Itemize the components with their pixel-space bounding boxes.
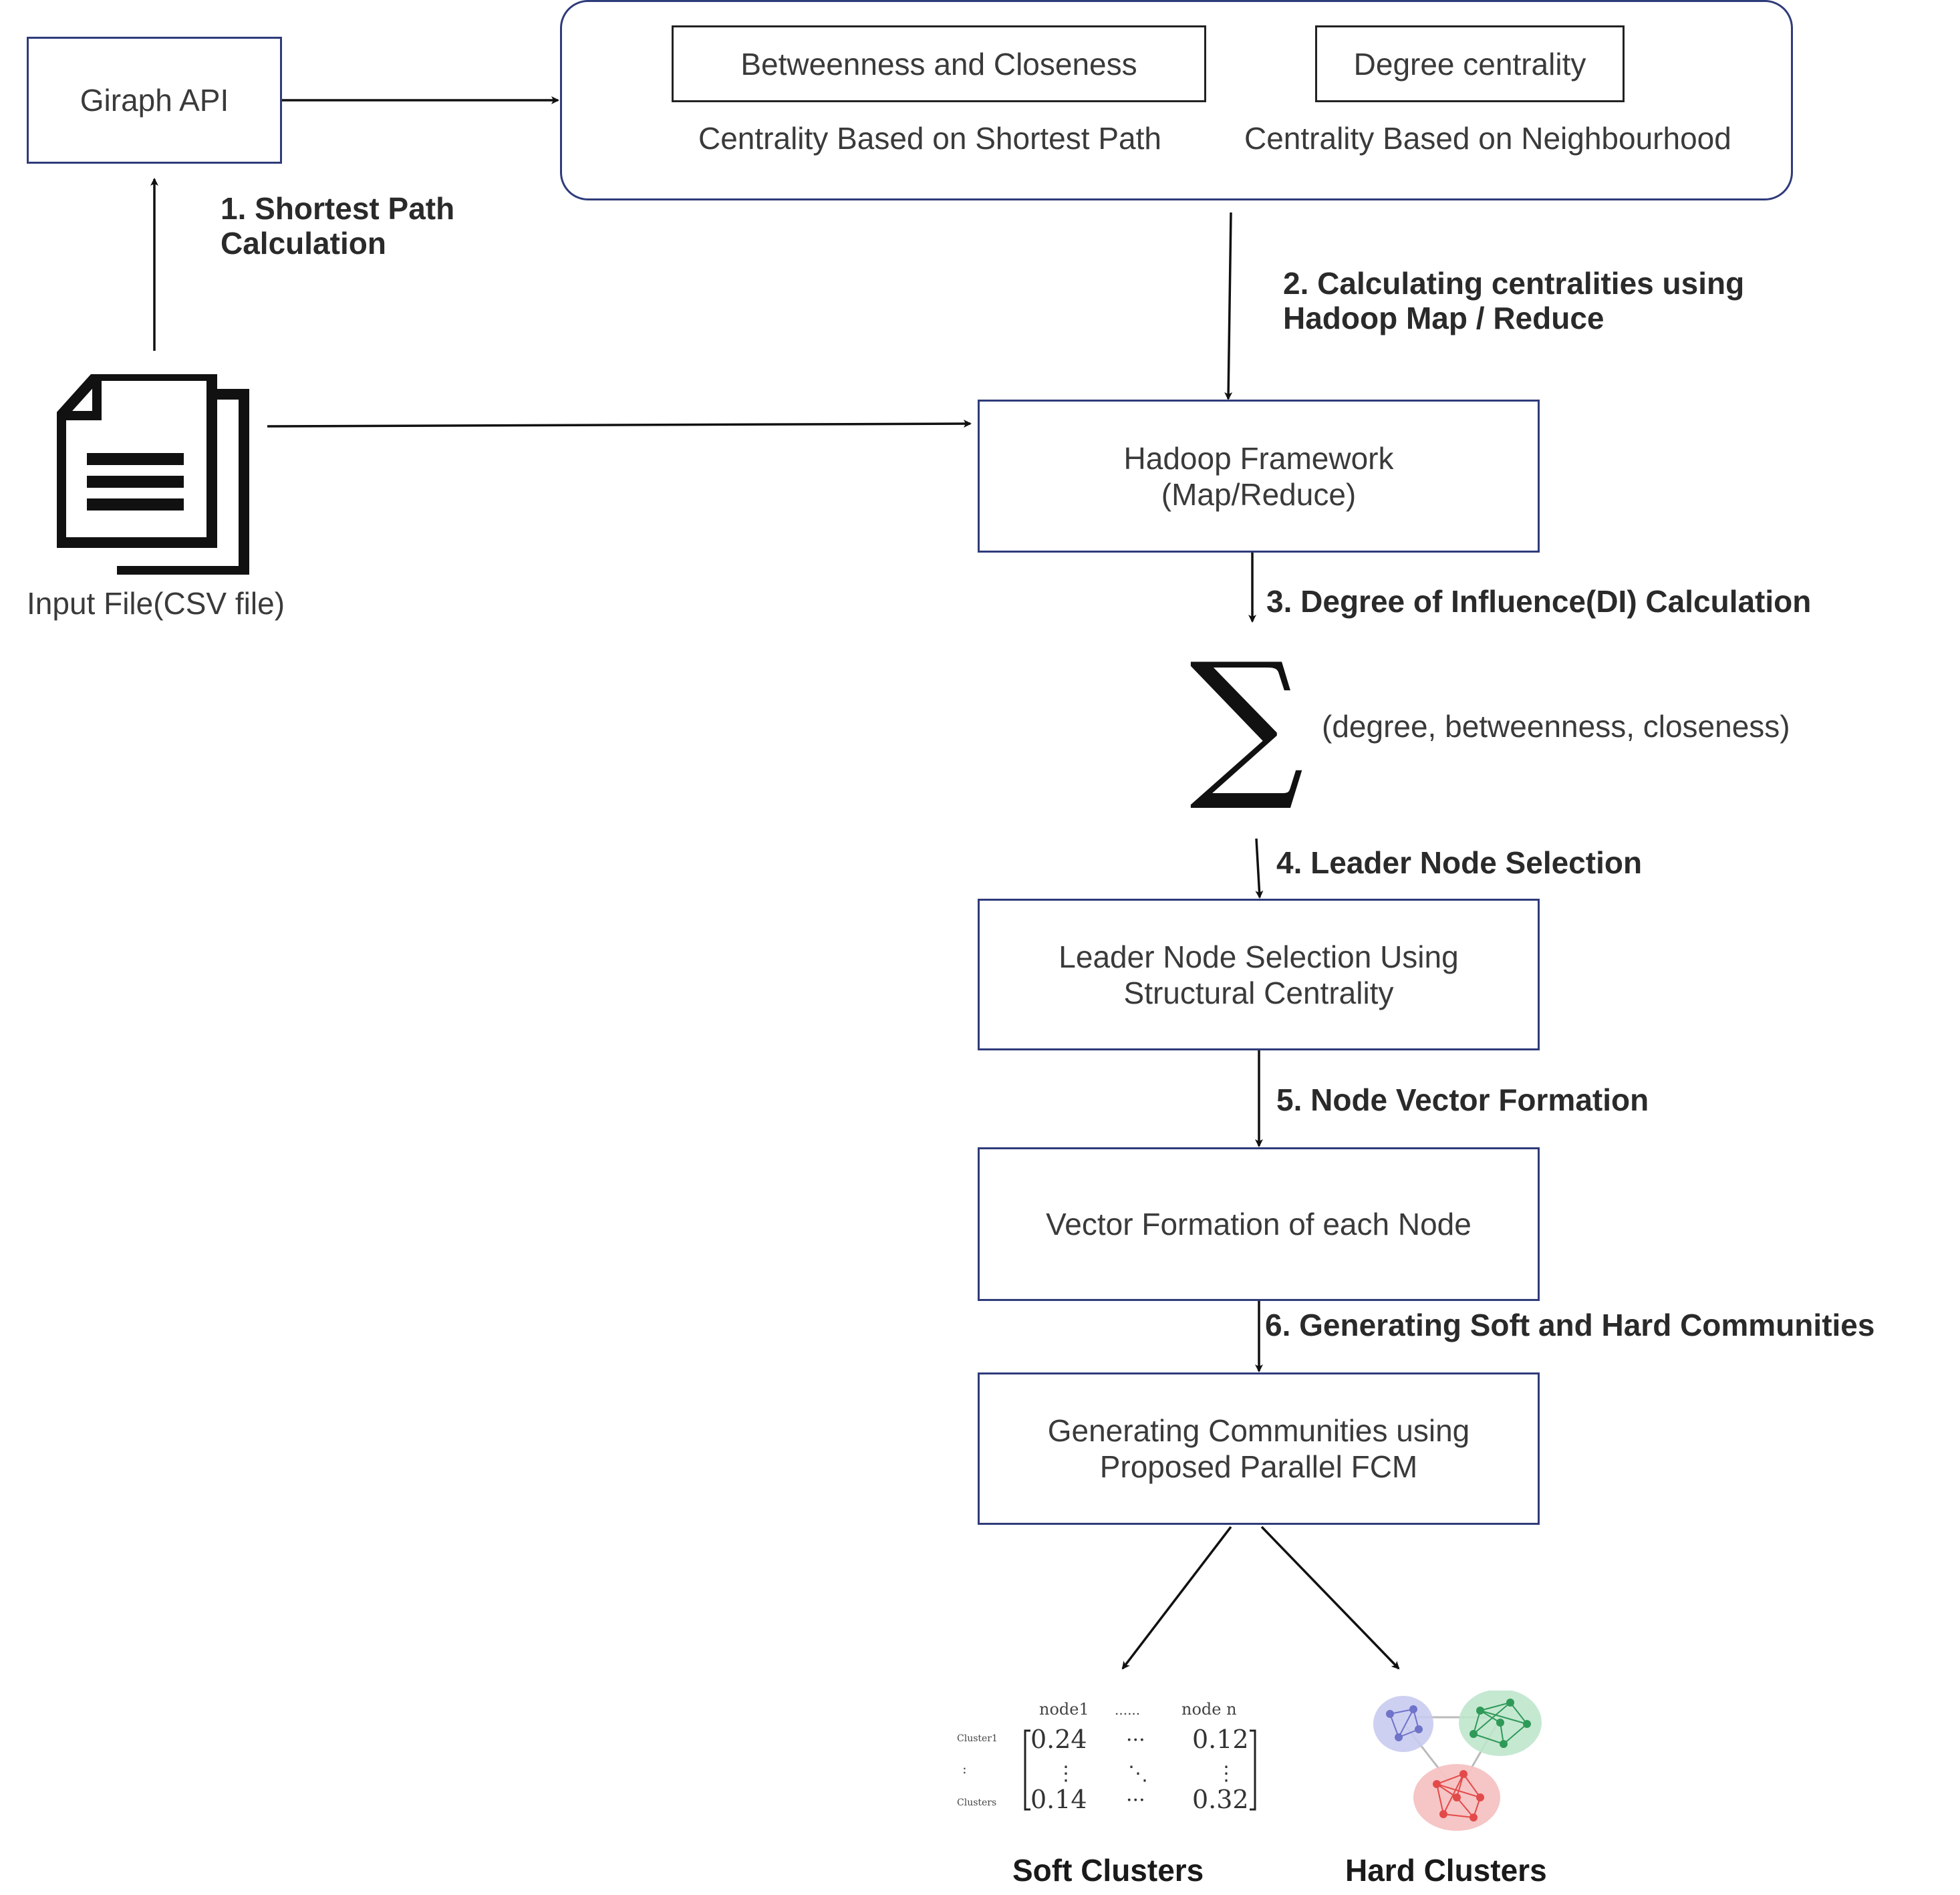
arrow-sum-to-leader — [1255, 838, 1264, 899]
arrow-fcm-to-hard — [1260, 1525, 1400, 1670]
step-4-label: 4. Leader Node Selection — [1276, 845, 1643, 880]
step-6-label: 6. Generating Soft and Hard Communities — [1265, 1308, 1875, 1342]
arrow-fcm-to-soft — [1121, 1525, 1232, 1670]
blue-cluster — [1373, 1696, 1433, 1752]
matrix-col-dots: ...... — [1115, 1702, 1140, 1718]
sum-arguments: (degree, betweenness, closeness) — [1322, 709, 1790, 744]
matrix-value-nn: 0.32 — [1192, 1785, 1249, 1814]
shortest-path-caption: Centrality Based on Shortest Path — [698, 121, 1161, 156]
matrix-row-last: Clusters — [957, 1797, 996, 1808]
matrix-hdots-bottom: ··· — [1126, 1789, 1145, 1812]
step-2-label: 2. Calculating centralities using Hadoop… — [1283, 266, 1745, 335]
arrow-panel-to-hadoop — [1224, 212, 1233, 400]
vector-formation-label: Vector Formation of each Node — [1046, 1207, 1472, 1242]
matrix-ddots: ⋱ — [1128, 1762, 1148, 1785]
sum-symbol: ∑ — [1189, 628, 1304, 815]
hadoop-framework-box: Hadoop Framework (Map/Reduce) — [978, 400, 1540, 553]
hard-clusters-graph — [1373, 1691, 1542, 1831]
hadoop-framework-label: Hadoop Framework (Map/Reduce) — [1123, 440, 1394, 512]
matrix-col-node1: node1 — [1039, 1700, 1089, 1719]
step-3-label: 3. Degree of Influence(DI) Calculation — [1266, 584, 1812, 619]
soft-cluster-matrix: node1 ...... node n Cluster1 : Clusters … — [957, 1700, 1256, 1814]
matrix-col-noden: node n — [1181, 1700, 1237, 1719]
leader-node-label: Leader Node Selection Using Structural C… — [1059, 939, 1459, 1010]
matrix-row-first: Cluster1 — [957, 1733, 998, 1744]
matrix-row-dots: : — [962, 1761, 967, 1777]
betweenness-closeness-box: Betweenness and Closeness — [672, 25, 1206, 102]
matrix-hdots-top: ··· — [1126, 1729, 1145, 1752]
matrix-value-n1: 0.14 — [1030, 1785, 1087, 1814]
degree-centrality-box: Degree centrality — [1315, 25, 1625, 102]
hard-clusters-caption: Hard Clusters — [1345, 1853, 1547, 1888]
document-icon — [57, 374, 249, 575]
soft-clusters-caption: Soft Clusters — [1012, 1853, 1204, 1888]
leader-node-box: Leader Node Selection Using Structural C… — [978, 899, 1540, 1050]
degree-centrality-label: Degree centrality — [1353, 46, 1586, 82]
matrix-vdots-left: ⋮ — [1056, 1762, 1076, 1785]
matrix-value-1n: 0.12 — [1192, 1725, 1249, 1754]
fcm-communities-box: Generating Communities using Proposed Pa… — [978, 1372, 1540, 1525]
step-5-label: 5. Node Vector Formation — [1276, 1082, 1649, 1117]
input-file-label: Input File(CSV file) — [27, 586, 285, 621]
matrix-value-11: 0.24 — [1030, 1725, 1087, 1754]
step-1-label: 1. Shortest Path Calculation — [221, 191, 455, 261]
neighbourhood-caption: Centrality Based on Neighbourhood — [1244, 121, 1731, 156]
matrix-vdots-right: ⋮ — [1216, 1762, 1236, 1785]
giraph-api-label: Giraph API — [80, 83, 229, 118]
fcm-communities-label: Generating Communities using Proposed Pa… — [1047, 1413, 1470, 1484]
giraph-api-box: Giraph API — [27, 37, 282, 164]
betweenness-closeness-label: Betweenness and Closeness — [740, 46, 1137, 82]
vector-formation-box: Vector Formation of each Node — [978, 1147, 1540, 1301]
arrow-file-to-hadoop — [267, 420, 972, 428]
